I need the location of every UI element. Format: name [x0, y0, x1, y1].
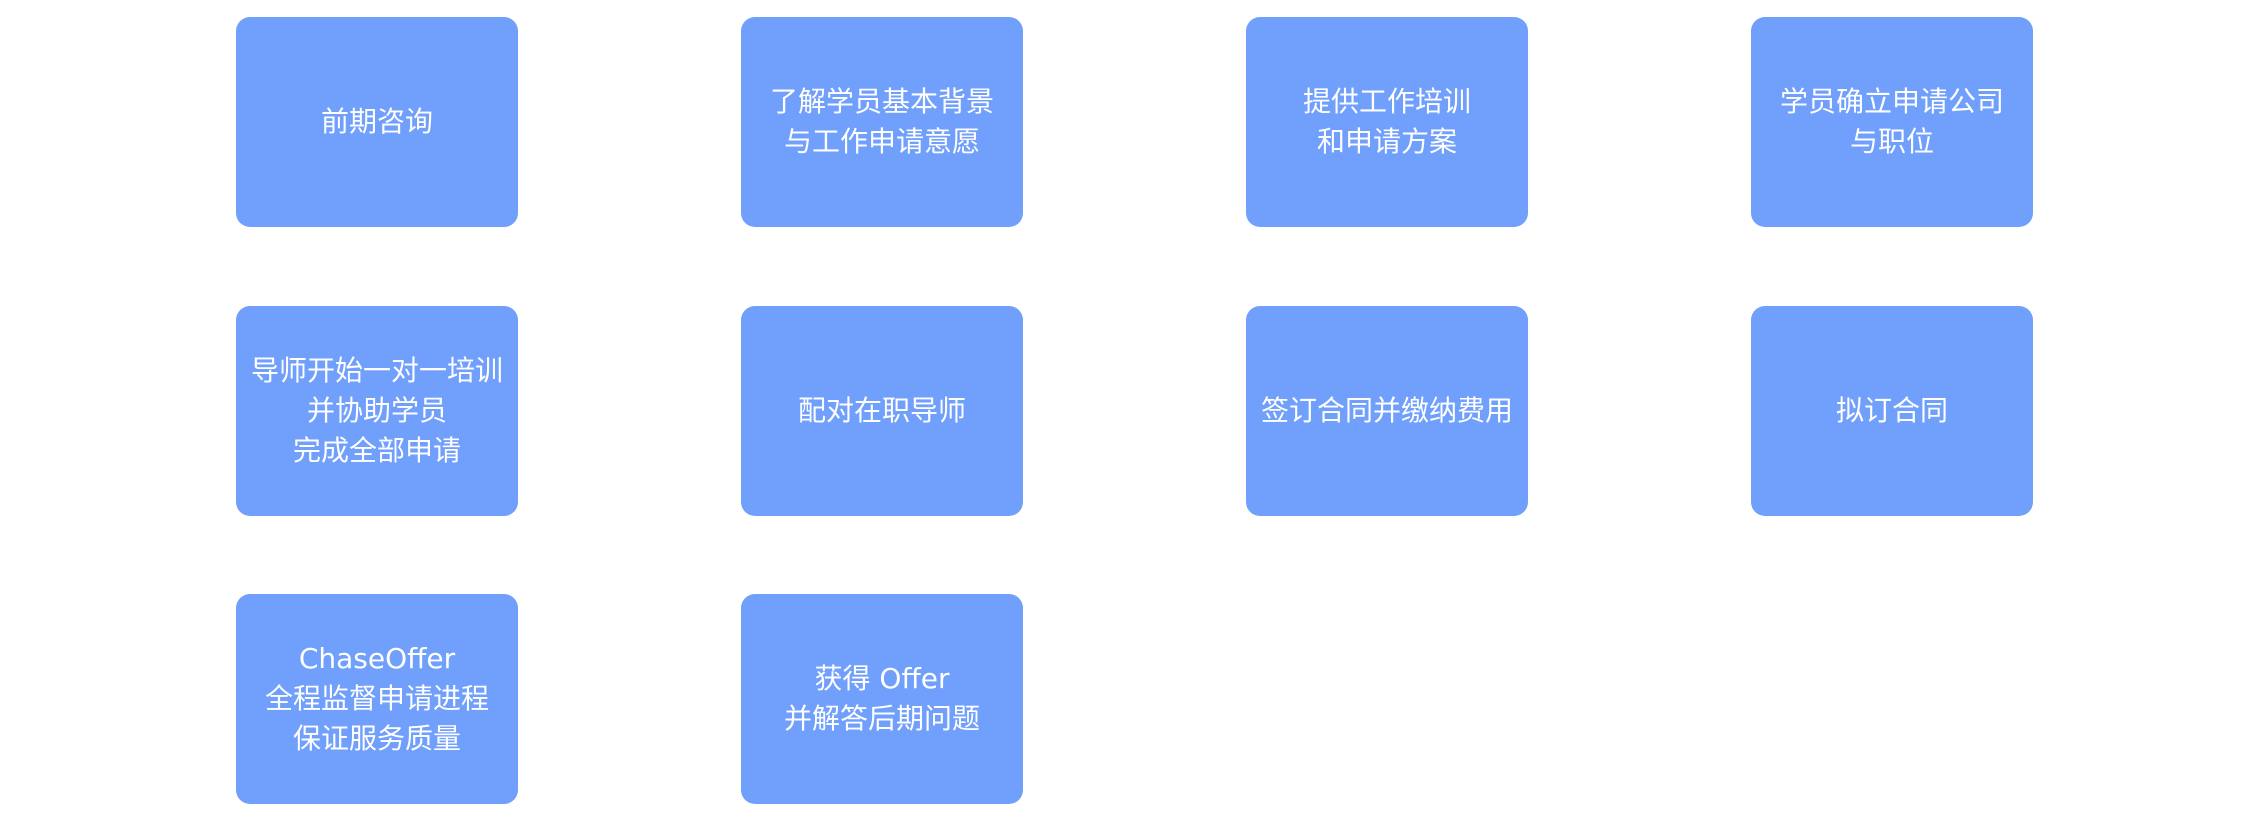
step-10-line-2: 并解答后期问题 — [783, 702, 980, 735]
step-9-line-1: ChaseOffer — [298, 642, 456, 675]
step-6-sign-contract: 签订合同并缴纳费用 — [1246, 306, 1528, 516]
step-9-line-3: 保证服务质量 — [292, 722, 461, 755]
step-7-line-1: 配对在职导师 — [797, 394, 966, 427]
step-1-consultation: 前期咨询 — [236, 17, 518, 227]
step-4-confirm-company: 学员确立申请公司 与职位 — [1751, 17, 2033, 227]
step-5-line-1: 拟订合同 — [1835, 394, 1948, 427]
step-10-line-1: 获得 Offer — [814, 662, 950, 695]
step-2-line-1: 了解学员基本背景 — [769, 85, 994, 118]
step-4-line-1: 学员确立申请公司 — [1779, 85, 2004, 118]
step-8-line-2: 并协助学员 — [306, 394, 447, 427]
step-8-line-3: 完成全部申请 — [292, 434, 461, 467]
step-4-line-2: 与职位 — [1849, 125, 1934, 158]
step-9-line-2: 全程监督申请进程 — [264, 682, 489, 715]
step-8-line-1: 导师开始一对一培训 — [250, 354, 503, 387]
step-2-line-2: 与工作申请意愿 — [783, 125, 980, 158]
step-9-supervision: ChaseOffer 全程监督申请进程 保证服务质量 — [236, 594, 518, 804]
step-1-line-1: 前期咨询 — [320, 105, 433, 138]
step-3-line-1: 提供工作培训 — [1302, 85, 1471, 118]
step-7-match-mentor: 配对在职导师 — [741, 306, 1023, 516]
step-6-line-1: 签订合同并缴纳费用 — [1260, 394, 1513, 427]
step-8-mentor-training: 导师开始一对一培训 并协助学员 完成全部申请 — [236, 306, 518, 516]
step-3-line-2: 和申请方案 — [1316, 125, 1457, 158]
step-3-training-plan: 提供工作培训 和申请方案 — [1246, 17, 1528, 227]
step-2-background: 了解学员基本背景 与工作申请意愿 — [741, 17, 1023, 227]
step-5-draft-contract: 拟订合同 — [1751, 306, 2033, 516]
step-10-get-offer: 获得 Offer 并解答后期问题 — [741, 594, 1023, 804]
